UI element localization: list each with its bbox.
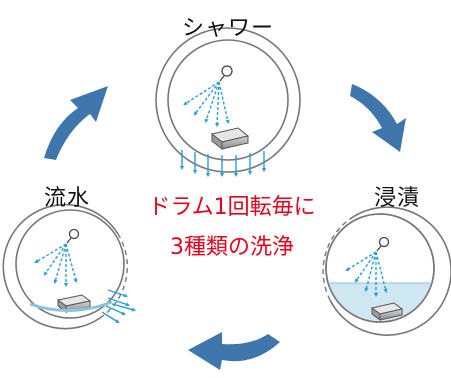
cycle-arrow-left <box>44 86 108 160</box>
center-caption: ドラム1回転毎に 3種類の洗浄 <box>122 188 342 268</box>
drum-soak <box>322 206 451 336</box>
drum-shower <box>155 27 301 178</box>
center-caption-line1: ドラム1回転毎に <box>148 195 316 220</box>
nozzle-icon <box>219 65 233 82</box>
cycle-arrow-right <box>350 84 406 152</box>
nozzle-icon <box>376 236 390 252</box>
object-box <box>210 127 250 151</box>
center-caption-line2: 3種類の洗浄 <box>170 235 294 260</box>
object-box <box>370 302 404 321</box>
outflow-arrows <box>101 289 137 324</box>
nozzle-icon <box>66 228 80 244</box>
drum-flowing <box>2 203 137 330</box>
spray-jets <box>183 81 230 128</box>
spray-jets <box>34 243 78 288</box>
label-flowing: 流水 <box>44 186 91 211</box>
falling-water-arrows <box>179 150 267 178</box>
label-soak: 浸漬 <box>374 186 421 211</box>
label-shower: シャワー <box>182 16 275 41</box>
cycle-arrow-bottom <box>188 332 280 370</box>
spray-jets <box>345 251 388 298</box>
